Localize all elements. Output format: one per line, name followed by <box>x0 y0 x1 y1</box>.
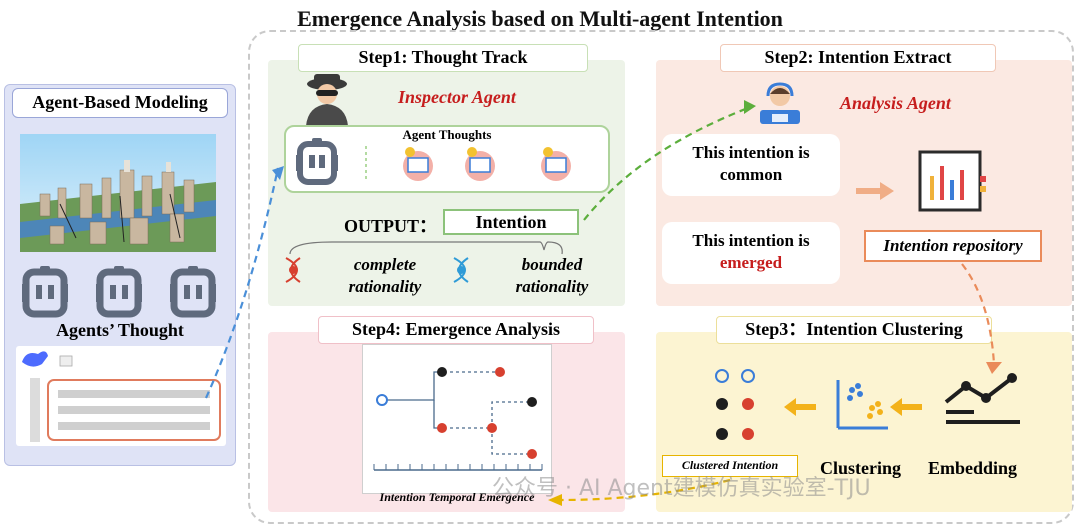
framework-boundary <box>248 30 1074 524</box>
complete-rationality-label: complete rationality <box>348 255 422 296</box>
clustering-icon <box>836 380 888 430</box>
agent-thoughts-icons <box>296 138 571 185</box>
agent-robots <box>22 266 216 318</box>
idea-browser-icon <box>403 147 571 181</box>
emerged-prefix: This intention is <box>692 231 810 250</box>
lightbulb-icon <box>376 394 388 406</box>
watermark-text: 公众号 · AI Agent建模仿真实验室-TJU <box>492 476 871 501</box>
analysis-agent-icon <box>760 82 800 124</box>
rationality-bracket <box>285 241 563 283</box>
output-label: OUTPUT： <box>344 216 438 236</box>
robot-icon <box>296 138 338 185</box>
intention-output-box: Intention <box>443 209 579 235</box>
city-scene-image <box>20 134 216 252</box>
analysis-agent-label: Analysis Agent <box>840 93 951 113</box>
arrow-right-icon <box>856 182 894 200</box>
robot-icon <box>22 266 216 318</box>
clustering-label: Clustering <box>820 458 901 478</box>
step3-label: Step3：Intention Clustering <box>716 316 992 344</box>
inspector-agent-label: Inspector Agent <box>398 87 516 107</box>
emerged-intention-box: This intention is emerged <box>662 222 840 284</box>
step4-label: Step4: Emergence Analysis <box>318 316 594 344</box>
clustered-intention-box: Clustered Intention <box>662 455 798 477</box>
agent-thoughts-title: Agent Thoughts <box>402 127 492 142</box>
agents-thought-label: Agents’ Thought <box>56 320 184 340</box>
intention-repository-box: Intention repository <box>864 230 1042 262</box>
emergence-tree-graph <box>373 367 543 471</box>
agent-based-modeling-title: Agent-Based Modeling <box>12 88 228 118</box>
step1-label: Step1: Thought Track <box>298 44 588 72</box>
emerged-word: emerged <box>719 253 783 272</box>
arrow-left-icon-2 <box>784 398 816 416</box>
temporal-emergence-caption: Intention Temporal Emergence <box>379 490 535 504</box>
lightbulb-icon <box>715 369 755 440</box>
arrow-left-icon <box>890 398 922 416</box>
bar-chart-icon <box>918 150 986 212</box>
chat-window-mock <box>16 346 226 446</box>
clustered-bulbs-icon <box>715 369 755 440</box>
bounded-rationality-label: bounded rationality <box>515 255 589 296</box>
step2-label: Step2: Intention Extract <box>720 44 996 72</box>
emergence-timeline-box <box>362 344 552 494</box>
inspector-agent-icon <box>306 74 348 126</box>
embedding-icon <box>944 373 1020 424</box>
embedding-label: Embedding <box>928 458 1018 478</box>
diagram-title: Emergence Analysis based on Multi-agent … <box>297 6 783 31</box>
common-intention-box: This intention is common <box>662 134 840 196</box>
whale-logo-icon <box>22 351 48 367</box>
